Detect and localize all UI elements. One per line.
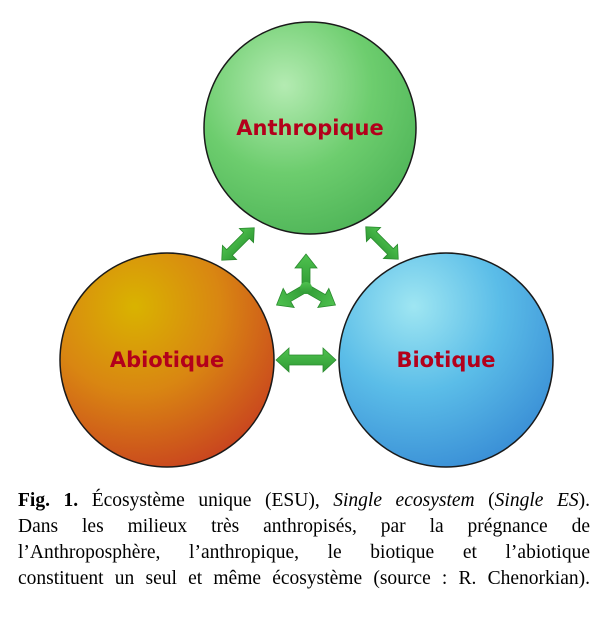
abiotique-circle bbox=[59, 252, 275, 468]
figure-caption: Fig. 1. Écosystème unique (ESU), Single … bbox=[18, 488, 590, 592]
caption-text-1b: Single ecosystem bbox=[333, 490, 475, 511]
arrow-three-way bbox=[275, 253, 337, 309]
caption-line-2: Dans les milieux très anthropisés, par l… bbox=[18, 516, 590, 537]
caption-text-1a: Écosystème unique (ESU), bbox=[78, 490, 334, 511]
arrow-abiotique-biotique bbox=[275, 347, 337, 373]
caption-line-4: constituent un seul et même écosystème (… bbox=[18, 568, 590, 589]
biotique-circle bbox=[338, 252, 554, 468]
biotique-label: Biotique bbox=[396, 348, 495, 372]
arrow-anthropique-biotique bbox=[365, 226, 399, 260]
arrow-anthropique-abiotique bbox=[221, 227, 255, 261]
node-biotique: Biotique bbox=[338, 252, 554, 468]
figure-number: Fig. 1. bbox=[18, 490, 79, 511]
anthropique-label: Anthropique bbox=[236, 116, 383, 140]
abiotique-label: Abiotique bbox=[110, 348, 224, 372]
node-abiotique: Abiotique bbox=[59, 252, 275, 468]
caption-line-1: Fig. 1. Écosystème unique (ESU), Single … bbox=[18, 488, 590, 514]
caption-text-1e: ). bbox=[578, 490, 590, 511]
anthropique-circle bbox=[203, 21, 417, 235]
caption-text-1d: Single ES bbox=[494, 490, 579, 511]
node-anthropique: Anthropique bbox=[203, 21, 417, 235]
caption-text-1c: ( bbox=[474, 490, 495, 511]
caption-line-3: l’Anthroposphère, l’anthropique, le biot… bbox=[18, 542, 590, 563]
ecosystem-diagram: Anthropique Abiotique Biotique bbox=[59, 21, 554, 468]
